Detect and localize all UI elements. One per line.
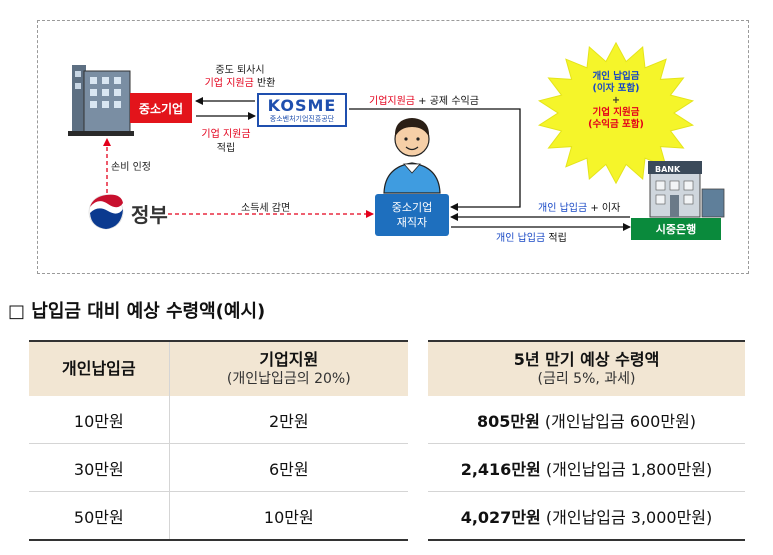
burst-personal: 개인 납입금 — [592, 71, 640, 82]
flow-diagram: 중소기업 KOSME 중소벤처기업진흥공단 중도 퇴사시 기업 지원금 반환 기… — [37, 20, 749, 274]
worker-label-line2: 재직자 — [396, 216, 428, 229]
cell-support: 6만원 — [168, 443, 408, 492]
label-tax-reduction: 소득세 감면 — [241, 203, 291, 214]
header-company-support: 기업지원 (개인납입금의 20%) — [168, 341, 408, 396]
label-accumulate-line1: 기업 지원금 — [201, 129, 251, 140]
total-payout-burst — [537, 41, 695, 185]
kosme-logo: KOSME — [267, 96, 337, 115]
burst-corporate: 기업 지원금 — [592, 107, 640, 118]
table-row: 10만원 2만원 — [29, 396, 408, 444]
expected-payout-table: 5년 만기 예상 수령액 (금리 5%, 과세) 805만원 (개인납입금 60… — [428, 340, 745, 541]
label-accumulate-line2: 적립 — [216, 143, 236, 154]
cell-personal: 30만원 — [29, 443, 170, 492]
kosme-subtitle: 중소벤처기업진흥공단 — [269, 115, 335, 123]
label-loss-recognition: 손비 인정 — [111, 162, 151, 173]
table-row: 2,416만원 (개인납입금 1,800만원) — [428, 443, 745, 492]
section-title: □ 납입금 대비 예상 수령액(예시) — [8, 301, 266, 322]
burst-corporate-note: (수익금 포함) — [588, 119, 644, 130]
cell-support: 10만원 — [168, 491, 408, 540]
label-refund-line2: 기업 지원금 반환 — [204, 78, 276, 89]
burst-plus: + — [612, 95, 620, 106]
bank-building-icon — [648, 161, 725, 218]
burst-personal-note: (이자 포함) — [592, 83, 640, 94]
table-row: 4,027만원 (개인납입금 3,000만원) — [428, 491, 745, 540]
cell-personal: 50만원 — [29, 491, 170, 540]
cell-payout: 4,027만원 (개인납입금 3,000만원) — [428, 491, 745, 540]
kosme-node: KOSME 중소벤처기업진흥공단 — [257, 93, 347, 127]
header-expected-payout: 5년 만기 예상 수령액 (금리 5%, 과세) — [428, 341, 745, 396]
worker-label-line1: 중소기업 — [391, 201, 433, 214]
government-emblem-icon — [88, 194, 124, 230]
table-row: 50만원 10만원 — [29, 491, 408, 540]
sme-node: 중소기업 — [130, 93, 192, 123]
company-building-icon — [68, 65, 134, 136]
worker-person-icon — [383, 118, 441, 194]
cell-payout: 2,416만원 (개인납입금 1,800만원) — [428, 443, 745, 492]
flow-diagram-graphics — [68, 41, 725, 231]
bank-node: 시중은행 — [631, 218, 721, 240]
cell-payout: 805만원 (개인납입금 600만원) — [476, 411, 697, 431]
cell-personal: 10만원 — [73, 411, 124, 431]
table-row: 805만원 (개인납입금 600만원) — [428, 396, 745, 444]
government-label: 정부 — [131, 203, 168, 227]
contribution-table: 개인납입금 기업지원 (개인납입금의 20%) 10만원 2만원 30만원 6만… — [29, 340, 408, 541]
arrow-payout — [349, 108, 521, 211]
burst-text: 개인 납입금 (이자 포함) + 기업 지원금 (수익금 포함) — [564, 71, 668, 131]
header-personal-contribution: 개인납입금 — [29, 341, 170, 396]
bank-sign: BANK — [655, 165, 681, 174]
label-refund-line1: 중도 퇴사시 — [215, 65, 265, 76]
label-payout: 기업지원금 + 공제 수익금 — [369, 96, 479, 107]
label-bank-payout: 개인 납입금 + 이자 — [538, 203, 621, 214]
table-row: 30만원 6만원 — [29, 443, 408, 492]
cell-support: 2만원 — [168, 396, 408, 444]
label-bank-deposit: 개인 납입금 적립 — [496, 233, 567, 244]
